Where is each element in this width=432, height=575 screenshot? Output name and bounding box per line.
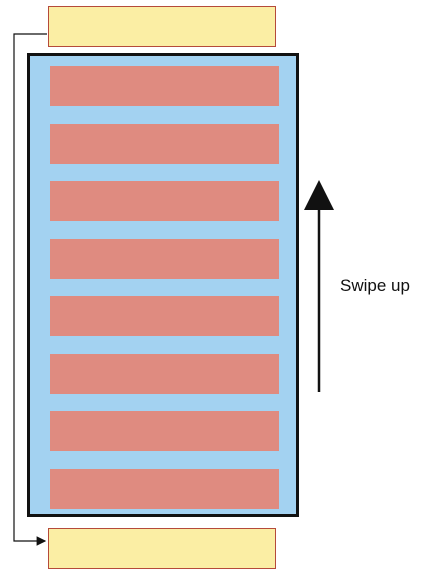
list-row (50, 296, 279, 336)
swipe-up-label: Swipe up (340, 276, 410, 295)
list-row (50, 66, 279, 106)
list-row (50, 468, 279, 509)
recycle-connector-arrow (13, 33, 47, 546)
list-viewport (27, 53, 299, 517)
list-row (50, 353, 279, 394)
list-rows (50, 66, 279, 509)
list-row (50, 238, 279, 279)
list-row (50, 123, 279, 164)
bottom-offscreen-item (48, 528, 276, 569)
list-row (50, 181, 279, 221)
list-row (50, 411, 279, 451)
top-offscreen-item (48, 6, 276, 47)
